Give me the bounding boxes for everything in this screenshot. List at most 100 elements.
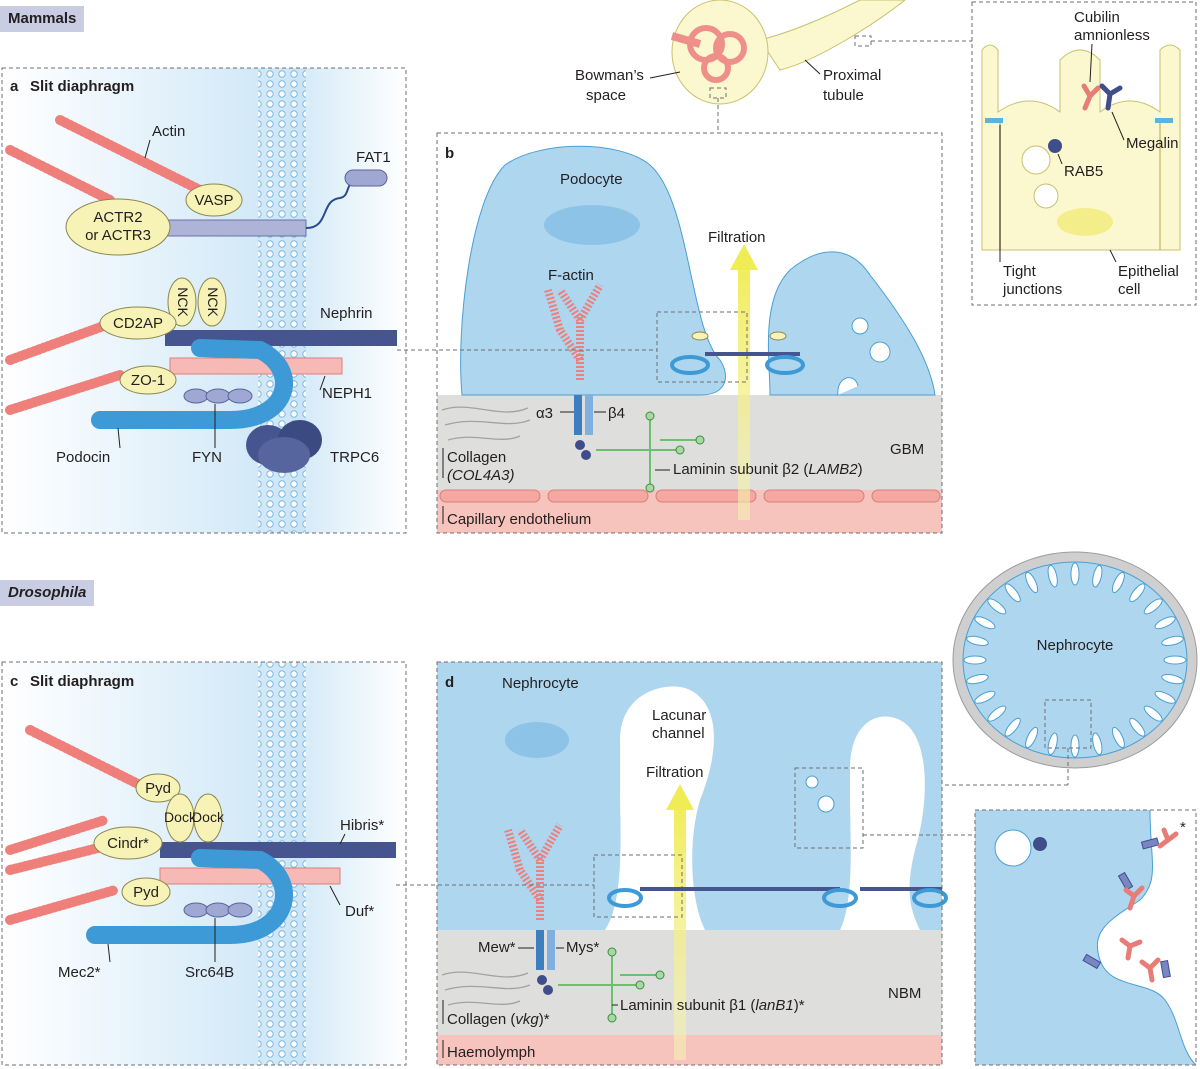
slit-diaphragm-inset-b xyxy=(656,311,805,383)
label-tight-2: junctions xyxy=(1002,281,1062,298)
cubilin-receptor xyxy=(1081,83,1101,111)
endocytic-vesicle xyxy=(994,829,1032,867)
nephrocyte-channel xyxy=(1163,655,1187,665)
nephrocyte-channel xyxy=(1070,562,1080,586)
nephrocyte-channel xyxy=(1143,705,1163,722)
glomerulus-overview: Bowman’s space Proximal tubule xyxy=(575,0,972,130)
filtration-arrow-shaft-b xyxy=(738,260,750,520)
panel-c-border xyxy=(1,661,407,1066)
podocin-hairpin xyxy=(91,339,293,429)
endocytic-invagination xyxy=(1097,810,1196,1065)
nephrocyte-channel xyxy=(1092,732,1103,756)
lacunar-channel-1 xyxy=(605,686,714,930)
filtration-arrowhead-d xyxy=(666,784,694,810)
label-nephrin: Nephrin xyxy=(320,305,373,322)
label-cindr: Cindr* xyxy=(107,835,149,852)
panel-c-bg-right xyxy=(306,662,406,1065)
label-haemolymph: Haemolymph xyxy=(447,1044,535,1061)
label-duf: Duf* xyxy=(345,903,374,920)
nephrocyte-channel xyxy=(966,635,989,647)
nephrocyte-channel xyxy=(1154,616,1176,630)
nck-oval-2 xyxy=(197,277,227,327)
nephrocyte-channel xyxy=(1047,564,1058,588)
label-bowman-2: space xyxy=(586,87,626,104)
label-mys: Mys* xyxy=(566,939,599,956)
lacunar-channel-2 xyxy=(840,716,925,930)
megalin-receptor xyxy=(1099,83,1123,111)
label-factin: F-actin xyxy=(548,267,594,284)
label-nephrocyte-d: Nephrocyte xyxy=(502,675,579,692)
haemolymph-layer xyxy=(437,1035,942,1065)
nephrocyte-channels xyxy=(963,562,1187,758)
section-tag-drosophila: Drosophila xyxy=(0,580,95,606)
podocyte-foot-right xyxy=(767,251,936,396)
nephrocyte-channel xyxy=(1161,673,1184,685)
label-proximal-2: tubule xyxy=(823,87,864,104)
rab5-dot xyxy=(1048,139,1062,153)
label-dock-2: Dock xyxy=(192,809,225,825)
label-vasp: VASP xyxy=(195,192,234,209)
collagen-fibres-d xyxy=(441,971,531,1006)
tight-junction-right xyxy=(1155,118,1173,123)
fat1-rod xyxy=(159,219,307,237)
cindr-oval xyxy=(93,826,163,860)
nephrocyte-nucleus xyxy=(505,722,569,758)
nephrocyte-channel xyxy=(974,616,996,630)
tubule-nucleus xyxy=(1057,208,1113,236)
label-rab5: RAB5 xyxy=(1064,163,1103,180)
actr-oval xyxy=(65,198,171,256)
panel-c-title: Slit diaphragm xyxy=(30,673,134,690)
collagen-fibres-b xyxy=(441,406,531,441)
label-collagen-d: Collagen (vkg)* xyxy=(447,1011,550,1028)
nephrocyte-core xyxy=(987,584,1163,736)
label-actr-2: or ACTR3 xyxy=(85,227,151,244)
nephrocyte-channel xyxy=(1111,726,1125,749)
label-laminin-b-prefix: Laminin subunit β2 ( xyxy=(673,461,808,478)
tubule-inset: Cubilin amnionless Megalin RAB5 Tight ju… xyxy=(971,1,1197,306)
nephrocyte-channel xyxy=(1154,690,1176,704)
podocyte-body xyxy=(460,145,726,396)
label-proximal-1: Proximal xyxy=(823,67,881,84)
panel-d-letter: d xyxy=(445,674,454,691)
section-tag-mammals: Mammals xyxy=(0,6,85,32)
nephrocyte-channel xyxy=(1004,583,1021,603)
integrin-d xyxy=(536,930,555,995)
panel-d-border xyxy=(436,661,943,1066)
panel-a-letter: a xyxy=(10,78,19,95)
epithelial-cells xyxy=(981,44,1181,251)
label-epithelial-1: Epithelial xyxy=(1118,263,1179,280)
nephrocyte-channel xyxy=(963,655,987,665)
label-filtration-d: Filtration xyxy=(646,764,704,781)
label-receptor-star: * xyxy=(1180,819,1186,836)
label-amnionless: amnionless xyxy=(1074,27,1150,44)
label-lacunar-2: channel xyxy=(652,725,705,742)
label-dock-1: Dock xyxy=(164,809,197,825)
nephrocyte-channel xyxy=(1161,635,1184,647)
panel-d: d Nephrocyte Lacunar channel Filtration … xyxy=(436,661,972,1066)
label-nck-2: NCK xyxy=(205,287,221,317)
panel-a-bg-right xyxy=(306,68,406,533)
nephrocyte-channel xyxy=(987,705,1007,722)
label-src64b: Src64B xyxy=(185,964,234,981)
label-nephrocyte-overview: Nephrocyte xyxy=(1037,637,1114,654)
label-pyd-2: Pyd xyxy=(133,884,159,901)
tubule-inset-border xyxy=(971,1,1197,306)
zo1-oval xyxy=(119,365,177,395)
fat1-tail xyxy=(305,179,356,229)
filtration-arrowhead-b xyxy=(730,244,758,270)
label-actin-a: Actin xyxy=(152,123,185,140)
panel-a: a Slit diaphragm ACTR2 or ACTR3 VASP Act… xyxy=(1,67,407,534)
label-hibris: Hibris* xyxy=(340,817,384,834)
panel-a-border xyxy=(1,67,407,534)
proximal-tubule-shape xyxy=(759,0,906,71)
label-nbm: NBM xyxy=(888,985,921,1002)
panel-b-border xyxy=(436,132,943,534)
label-cd2ap: CD2AP xyxy=(113,315,163,332)
label-lacunar-1: Lacunar xyxy=(652,707,706,724)
label-laminin-d-prefix: Laminin subunit β1 ( xyxy=(620,997,755,1014)
vasp-oval xyxy=(185,183,243,217)
capillary-tuft xyxy=(670,25,747,83)
slit-diaphragm-inset-d xyxy=(593,854,948,918)
label-filtration-b: Filtration xyxy=(708,229,766,246)
